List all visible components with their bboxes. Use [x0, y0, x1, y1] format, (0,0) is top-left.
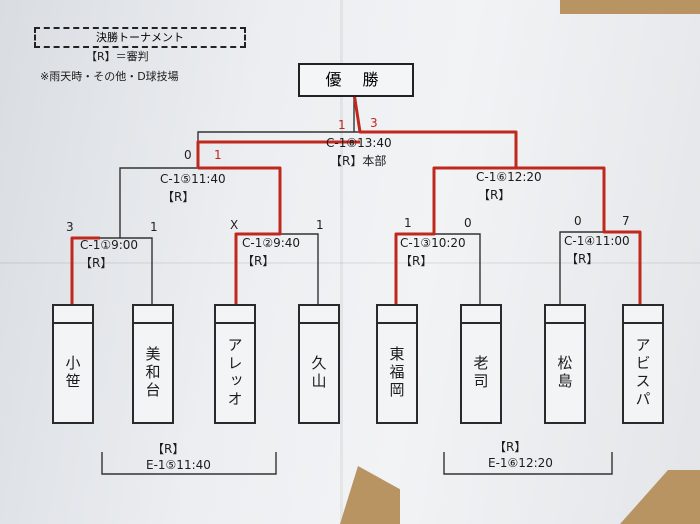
final-score-left: 1	[338, 118, 346, 132]
team-name: アビスパ	[633, 337, 652, 409]
winner-path-qf3-sf2	[394, 166, 516, 304]
placement-bracket-right	[443, 452, 613, 475]
team-name: 小笹	[63, 355, 82, 391]
team-box: 久山	[298, 304, 340, 424]
team-box: 美和台	[132, 304, 174, 424]
team-box: 東福岡	[376, 304, 418, 424]
cardboard-background	[560, 0, 700, 14]
qf1-referee-label: 【R】	[80, 256, 113, 270]
winner-path-qf4	[516, 166, 642, 304]
winner-path-qf2-sf1	[198, 166, 282, 304]
winner-box: 優 勝	[298, 63, 414, 97]
winner-path-qf1	[70, 236, 100, 304]
final-score-right: 3	[370, 116, 378, 130]
team-box: 小笹	[52, 304, 94, 424]
referee-legend: 【R】＝審判	[86, 50, 149, 63]
tournament-title: 決勝トーナメント	[34, 27, 246, 48]
team-name: 久山	[309, 355, 328, 391]
qf1-score-left: 3	[66, 220, 74, 234]
qf2-score-left: X	[230, 218, 239, 232]
placement-bracket-left	[101, 452, 277, 475]
sf1-match-label: C-1⑤11:40	[160, 172, 226, 186]
placement2-referee: 【R】	[494, 440, 527, 454]
sf2-referee-label: 【R】	[478, 188, 511, 202]
placement2-match: E-1⑥12:20	[488, 456, 553, 470]
qf1-match-label: C-1①9:00	[80, 238, 139, 252]
team-box: アビスパ	[622, 304, 664, 424]
qf3-score-right: 0	[464, 216, 472, 230]
qf2-match-label: C-1②9:40	[242, 236, 301, 250]
paper-fold	[340, 0, 343, 524]
sf1-referee-label: 【R】	[162, 190, 195, 204]
qf4-score-left: 0	[574, 214, 582, 228]
rain-note: ※雨天時・その他・D球技場	[40, 70, 179, 83]
sf1-score-left: 0	[184, 148, 192, 162]
team-name: アレッオ	[225, 337, 244, 409]
qf4-referee-label: 【R】	[566, 252, 599, 266]
winner-path-final	[352, 92, 518, 168]
qf3-match-label: C-1③10:20	[400, 236, 466, 250]
qf1-score-right: 1	[150, 220, 158, 234]
paper-fold	[0, 262, 700, 264]
team-box: 老司	[460, 304, 502, 424]
placement1-match: E-1⑤11:40	[146, 458, 211, 472]
sf1-score-right: 1	[214, 148, 222, 162]
qf3-referee-label: 【R】	[400, 254, 433, 268]
qf2-score-right: 1	[316, 218, 324, 232]
qf2-referee-label: 【R】	[242, 254, 275, 268]
team-name: 老司	[471, 355, 490, 391]
team-name: 東福岡	[387, 346, 406, 400]
team-box: 松島	[544, 304, 586, 424]
winner-path-sf1	[196, 140, 360, 168]
team-box: アレッオ	[214, 304, 256, 424]
team-name: 美和台	[143, 346, 162, 400]
qf4-match-label: C-1④11:00	[564, 234, 630, 248]
final-referee-label: 【R】本部	[330, 154, 387, 168]
qf4-score-right: 7	[622, 214, 630, 228]
placement1-referee: 【R】	[152, 442, 185, 456]
team-name: 松島	[555, 355, 574, 391]
final-match-label: C-1⑧13:40	[326, 136, 392, 150]
qf3-score-left: 1	[404, 216, 412, 230]
sf2-match-label: C-1⑥12:20	[476, 170, 542, 184]
